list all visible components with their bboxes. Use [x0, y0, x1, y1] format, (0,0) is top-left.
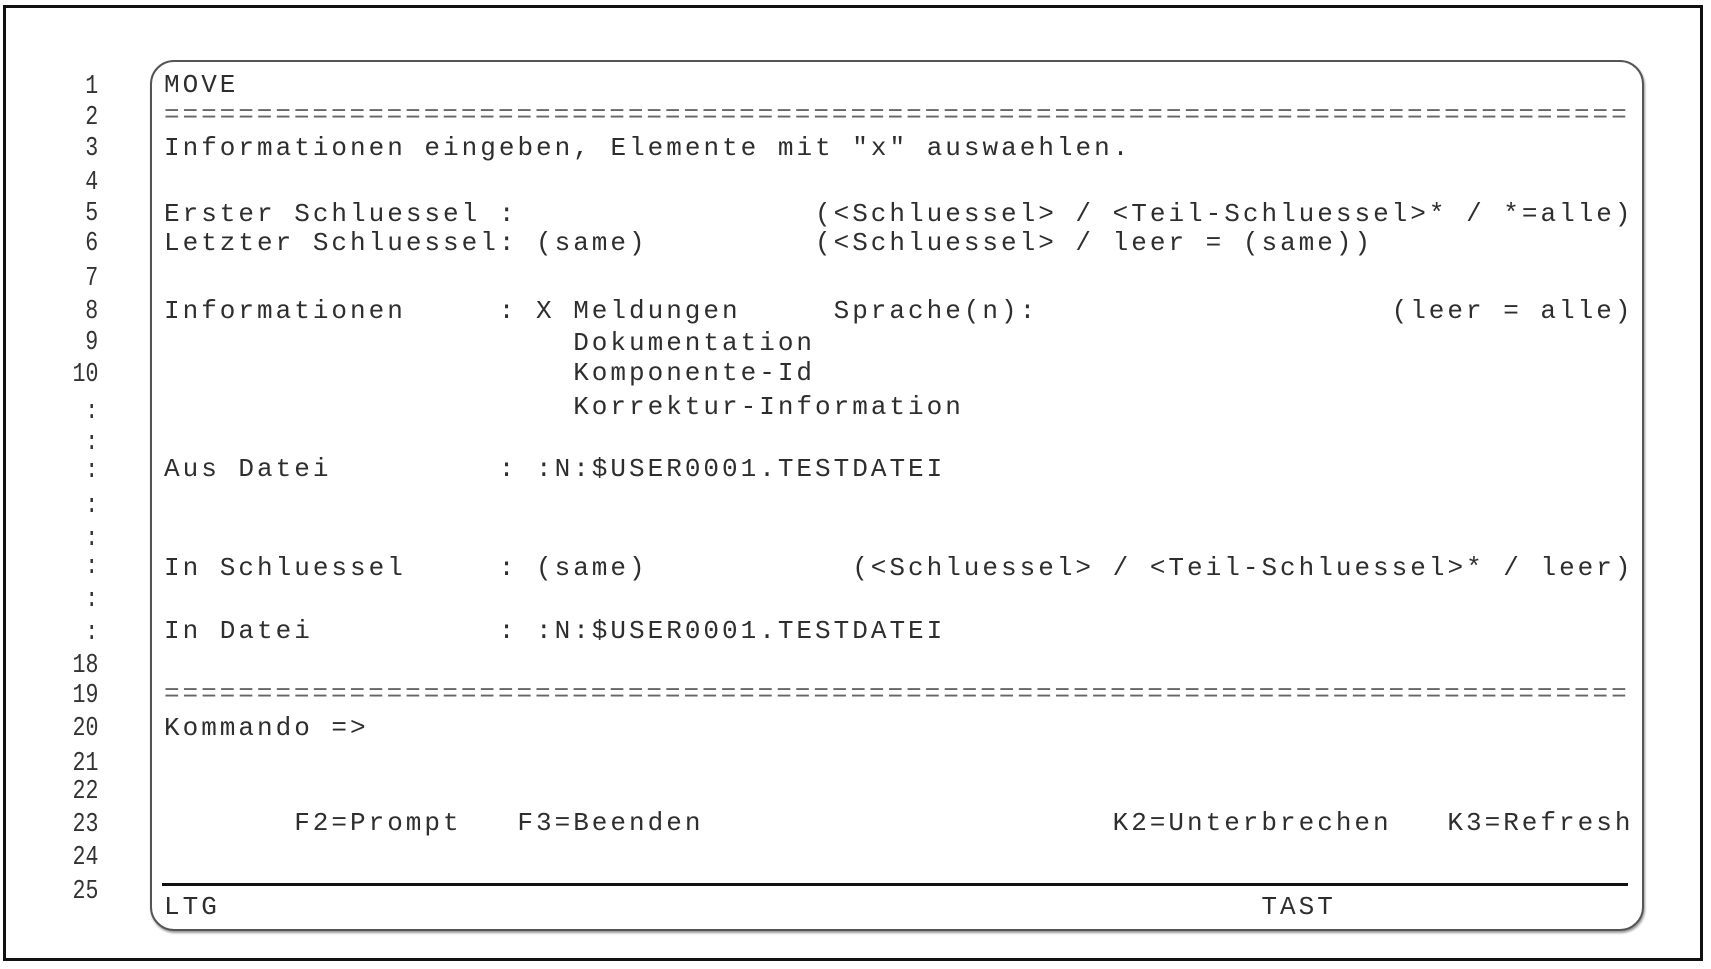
option-mark-meldungen[interactable]: X — [536, 296, 555, 326]
option-dokumentation: Dokumentation — [573, 328, 816, 358]
info-colon: : — [498, 296, 518, 326]
terminal-screen — [150, 60, 1644, 931]
first-key-hint: (<Schluessel> / <Teil-Schluessel>* / *=a… — [815, 199, 1634, 229]
line-number: 24 — [72, 843, 98, 873]
line-number: : — [85, 428, 98, 458]
screen-title: MOVE — [164, 70, 239, 100]
first-key-label: Erster Schluessel : — [164, 199, 518, 229]
line-number: 19 — [72, 681, 98, 711]
line-number: 18 — [72, 651, 98, 681]
line-number: : — [85, 585, 98, 615]
fkey-f2-prompt[interactable]: F2=Prompt — [294, 808, 462, 838]
option-komponente-id: Komponente-Id — [573, 358, 816, 388]
line-number: : — [85, 456, 98, 486]
language-hint: (leer = alle) — [1391, 296, 1634, 326]
to-key-colon: : — [498, 553, 518, 583]
line-number: 5 — [85, 199, 98, 229]
line-number: 4 — [85, 168, 98, 198]
from-file-colon: : — [498, 454, 518, 484]
language-label: Sprache(n): — [833, 296, 1039, 326]
line-number: 10 — [72, 360, 98, 390]
instruction-text: Informationen eingeben, Elemente mit "x"… — [164, 133, 1132, 163]
line-number: 25 — [72, 877, 98, 907]
line-number: : — [85, 397, 98, 427]
line-number: 23 — [72, 810, 98, 840]
fkey-k3-refresh[interactable]: K3=Refresh — [1447, 808, 1634, 838]
last-key-hint: (<Schluessel> / leer = (same)) — [815, 228, 1374, 258]
line-number: 22 — [72, 777, 98, 807]
to-file-colon: : — [498, 616, 518, 646]
last-key-label: Letzter Schluessel: — [164, 228, 518, 258]
bottom-separator: ========================================… — [164, 679, 1630, 709]
line-number: : — [85, 524, 98, 554]
option-korrektur-information: Korrektur-Information — [573, 392, 964, 422]
line-number: 8 — [85, 297, 98, 327]
line-number: : — [85, 618, 98, 648]
line-number: 20 — [72, 714, 98, 744]
top-separator: ========================================… — [164, 100, 1630, 130]
line-number: 21 — [72, 749, 98, 779]
line-number: 7 — [85, 264, 98, 294]
line-number: 2 — [85, 103, 98, 133]
status-right: TAST — [1261, 892, 1336, 922]
line-number: 3 — [85, 134, 98, 164]
status-left: LTG — [164, 892, 220, 922]
to-key-hint: (<Schluessel> / <Teil-Schluessel>* / lee… — [852, 553, 1634, 583]
from-file-label: Aus Datei — [164, 454, 332, 484]
from-file-input[interactable]: :N:$USER0001.TESTDATEI — [536, 454, 946, 484]
line-number: 1 — [85, 72, 98, 102]
info-label: Informationen — [164, 296, 406, 326]
option-meldungen: Meldungen — [573, 296, 741, 326]
line-number: 9 — [85, 328, 98, 358]
page-frame — [3, 5, 1703, 961]
to-key-label: In Schluessel — [164, 553, 406, 583]
to-file-label: In Datei — [164, 616, 313, 646]
last-key-input[interactable]: (same) — [536, 228, 648, 258]
line-number: 6 — [85, 229, 98, 259]
line-number: : — [85, 552, 98, 582]
to-file-input[interactable]: :N:$USER0001.TESTDATEI — [536, 616, 946, 646]
to-key-input[interactable]: (same) — [536, 553, 648, 583]
command-label: Kommando => — [164, 713, 369, 743]
status-divider — [162, 883, 1628, 886]
line-number: : — [85, 491, 98, 521]
fkey-f3-beenden[interactable]: F3=Beenden — [517, 808, 704, 838]
fkey-k2-unterbrechen[interactable]: K2=Unterbrechen — [1112, 808, 1392, 838]
